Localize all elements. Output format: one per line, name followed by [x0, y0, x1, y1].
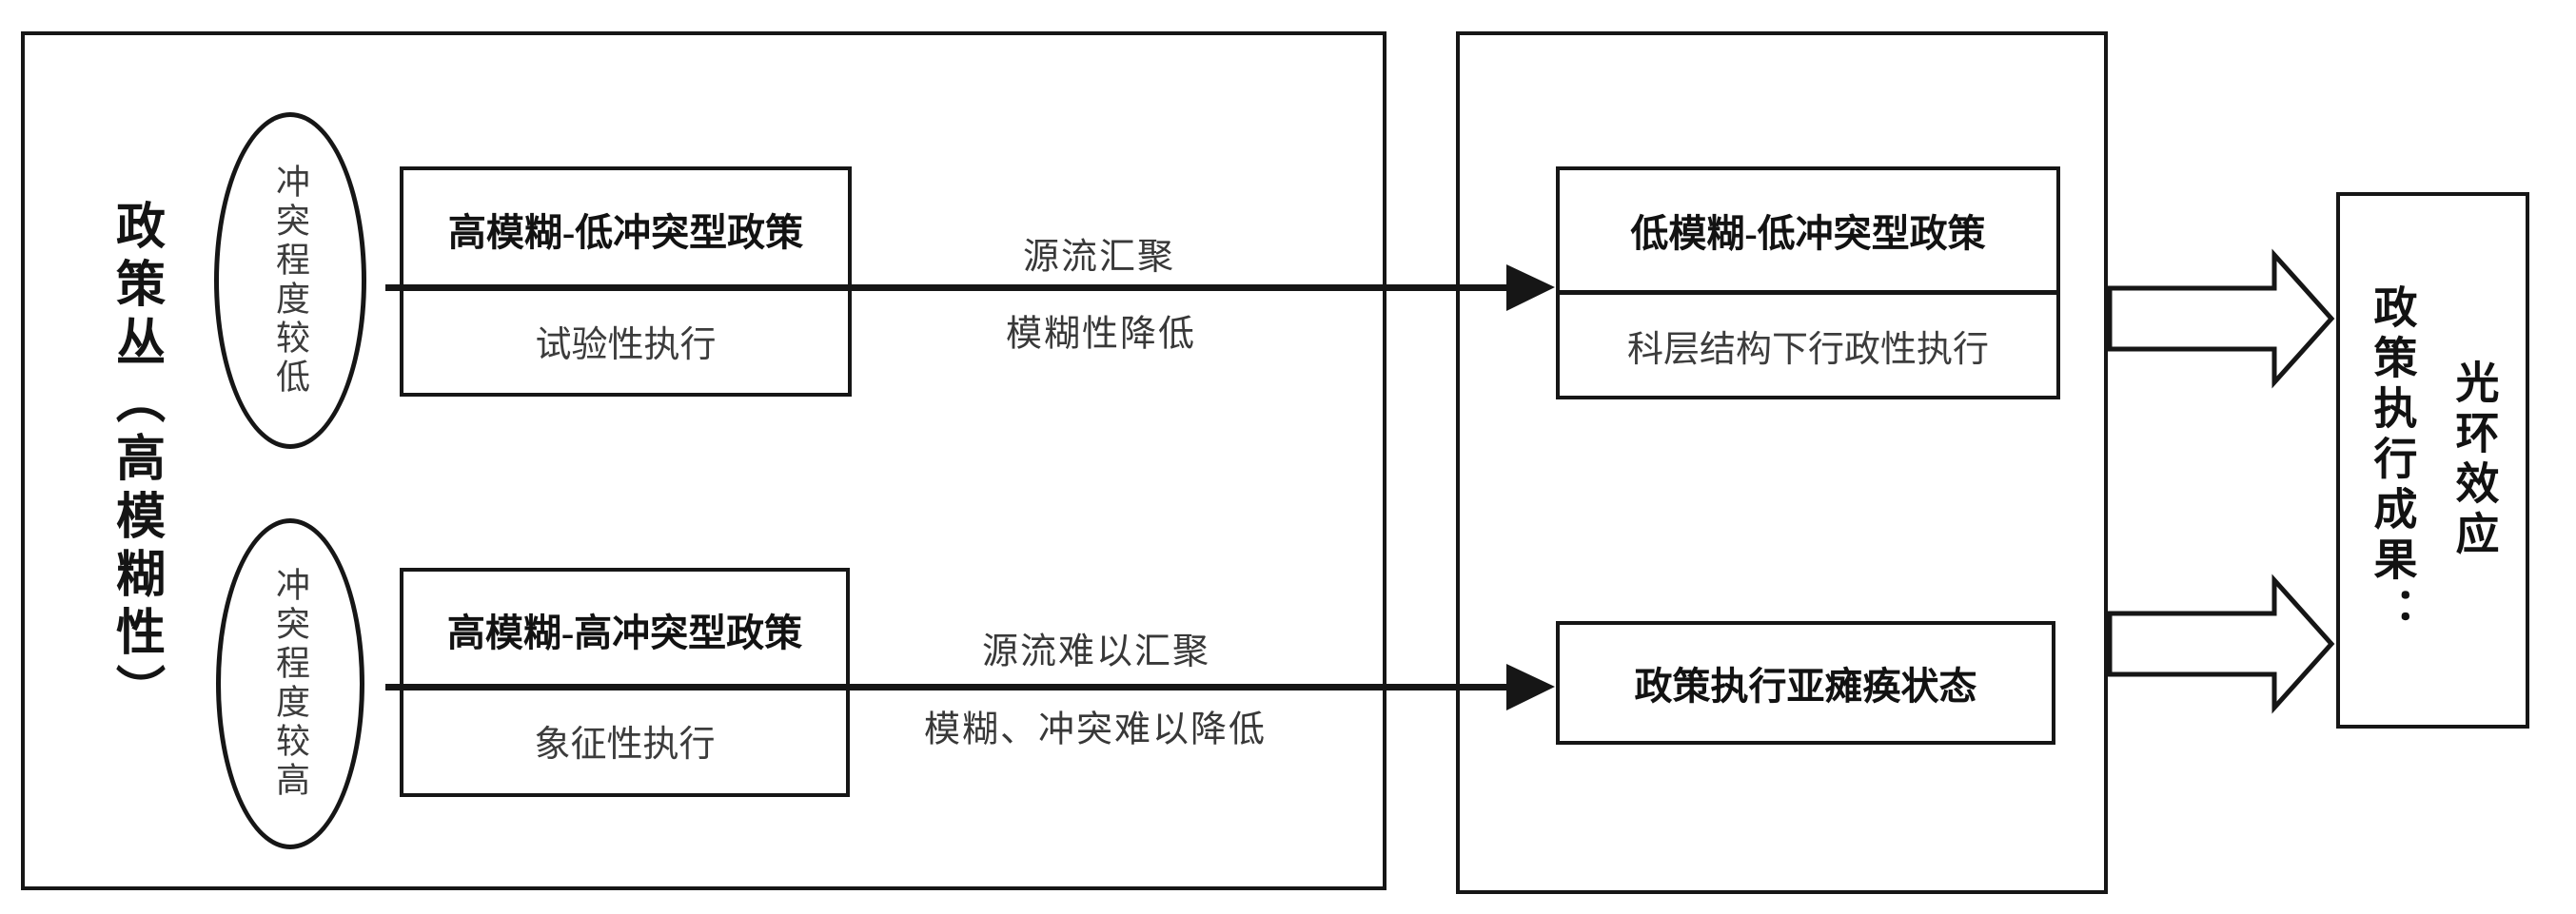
- arrow-line-top: [385, 284, 1508, 291]
- arrow-bottom-label-below: 模糊、冲突难以降低: [923, 710, 1268, 750]
- policy-box-subtitle: 科层结构下行政性执行: [1626, 329, 1989, 370]
- outcome-left-column: 政策执行成果：: [2368, 283, 2417, 637]
- policy-cluster-panel: [21, 31, 1386, 890]
- policy-box-low-ambiguity-low-conflict: 低模糊-低冲突型政策 科层结构下行政性执行: [1556, 166, 2060, 399]
- conflict-high-ellipse: 冲突程度较高: [216, 518, 364, 849]
- conflict-low-ellipse: 冲突程度较低: [214, 112, 366, 449]
- policy-box-high-ambiguity-high-conflict: 高模糊-高冲突型政策 象征性执行: [400, 568, 850, 797]
- conflict-low-label: 冲突程度较低: [271, 164, 309, 398]
- arrow-line-bottom: [385, 684, 1508, 690]
- arrowhead-top: [1506, 264, 1555, 311]
- implementation-panel: [1456, 31, 2108, 894]
- arrowhead-bottom: [1506, 664, 1555, 710]
- policy-box-subtitle: 试验性执行: [535, 324, 717, 365]
- block-arrow-top: [2107, 248, 2335, 389]
- policy-box-title: 低模糊-低冲突型政策: [1560, 170, 2056, 295]
- arrow-top-label-below: 模糊性降低: [1005, 314, 1197, 355]
- outcome-right-column: 光环效应: [2449, 360, 2499, 561]
- policy-cluster-title: 政策丛（高模糊性）: [88, 31, 183, 890]
- policy-box-subtitle: 象征性执行: [534, 724, 716, 765]
- policy-box-high-ambiguity-low-conflict: 高模糊-低冲突型政策 试验性执行: [400, 166, 852, 397]
- policy-box-title: 政策执行亚瘫痪状态: [1634, 665, 1977, 708]
- policy-box-sub-paralysis: 政策执行亚瘫痪状态: [1556, 621, 2055, 745]
- conflict-high-label: 冲突程度较高: [271, 567, 309, 801]
- policy-box-title: 高模糊-高冲突型政策: [446, 611, 803, 654]
- block-arrow-bottom: [2107, 574, 2335, 714]
- outcome-box: 政策执行成果： 光环效应: [2336, 192, 2529, 729]
- arrow-top-label-above: 源流汇聚: [1022, 237, 1176, 278]
- arrow-bottom-label-above: 源流难以汇聚: [981, 632, 1211, 672]
- policy-cluster-title-text: 政策丛（高模糊性）: [108, 200, 163, 722]
- policy-box-title: 高模糊-低冲突型政策: [447, 211, 804, 254]
